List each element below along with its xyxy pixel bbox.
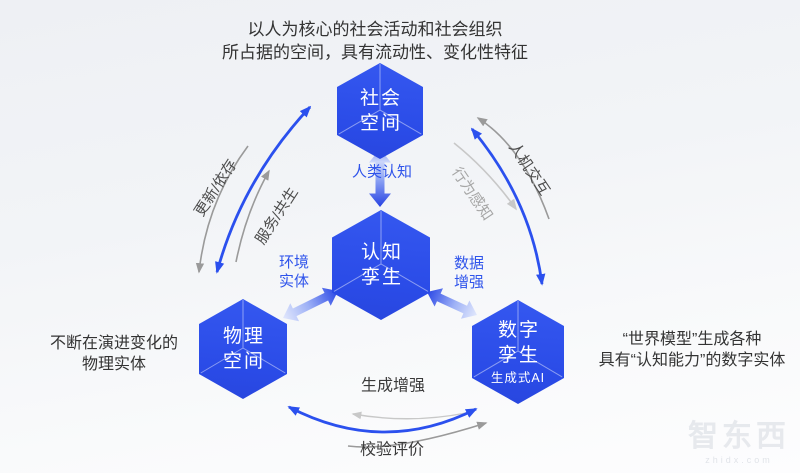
note-physical-entity-line2: 物理实体 (81, 356, 146, 373)
edge-label-environment-entity: 环境 实体 (279, 253, 309, 291)
node-cognitive-label-line2: 孪生 (360, 267, 403, 288)
social-digital-blue-arrow (470, 127, 546, 286)
node-digital-sublabel: 生成式AI (490, 371, 546, 385)
note-digital-entity-line1: “世界模型”生成各种 (622, 331, 762, 348)
node-physical-label-line1: 物理 (222, 326, 265, 347)
edge-label-environment-entity-line2: 实体 (278, 273, 310, 290)
edge-label-generation-enhance: 生成增强 (360, 377, 426, 395)
hexagon-facet-lines (472, 300, 564, 404)
hexagon-facet-lines (332, 210, 430, 320)
edge-label-data-augment: 数据 增强 (454, 254, 484, 292)
note-physical-entity: 不断在演进变化的 物理实体 (24, 333, 204, 375)
edge-label-human-cognition: 人类认知 (351, 163, 413, 181)
cognitive-digital-arrow (427, 288, 477, 319)
update-depend-arrow (195, 145, 249, 274)
social-physical-blue-arrow (215, 105, 312, 274)
node-social-space: 社会 空间 (337, 63, 423, 159)
node-digital-label-line2: 孪生 (497, 345, 540, 366)
node-cognitive-twin: 认知 孪生 (332, 210, 430, 320)
note-digital-entity-line2: 具有“认知能力”的数字实体 (598, 352, 786, 369)
hexagon-facet-lines (337, 63, 423, 159)
social-cognitive-arrow (369, 149, 391, 207)
node-social-label-line1: 社会 (359, 88, 402, 109)
edge-label-data-augment-line2: 增强 (453, 274, 485, 291)
edge-label-verify-evaluate: 校验评价 (359, 441, 425, 459)
node-physical-label-line2: 空间 (222, 351, 265, 372)
physical-cognitive-arrow (283, 287, 338, 322)
note-physical-entity-line1: 不断在演进变化的 (49, 335, 178, 352)
note-digital-entity: “世界模型”生成各种 具有“认知能力”的数字实体 (580, 329, 800, 371)
node-social-label-line2: 空间 (359, 113, 402, 134)
edge-label-data-augment-line1: 数据 (453, 255, 485, 272)
top-description: 以人为核心的社会活动和社会组织 所占据的空间，具有流动性、变化性特征 (135, 18, 615, 64)
top-description-line1: 以人为核心的社会活动和社会组织 (247, 20, 503, 39)
behavior-sensing-arrow (453, 142, 517, 211)
service-symbiosis-arrow (235, 169, 270, 263)
top-description-line2: 所占据的空间，具有流动性、变化性特征 (222, 43, 528, 62)
node-cognitive-label-line1: 认知 (360, 242, 403, 263)
hexagon-facet-lines (199, 299, 287, 399)
verify-evaluate-arrow (347, 421, 488, 448)
node-digital-label-line1: 数字 (497, 320, 540, 341)
edge-label-environment-entity-line1: 环境 (278, 254, 310, 271)
generation-enhance-arrow (351, 411, 467, 420)
physical-digital-blue-arrow (287, 405, 478, 434)
